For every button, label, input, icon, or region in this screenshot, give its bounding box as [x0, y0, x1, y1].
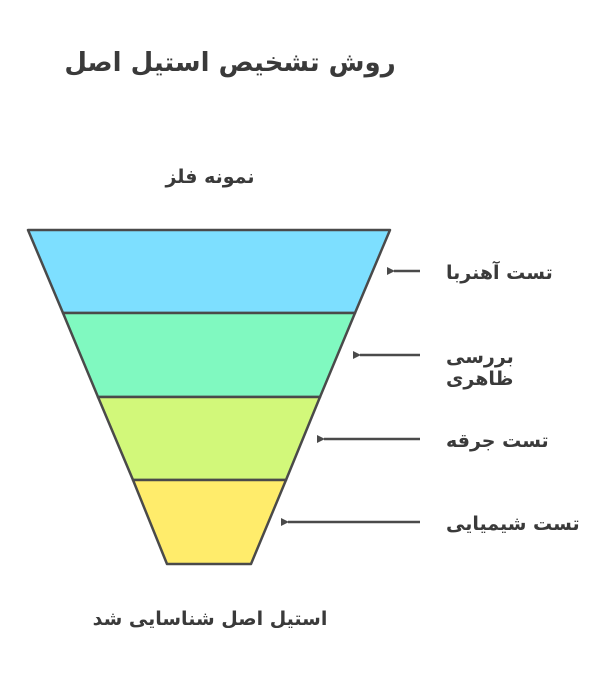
funnel-output-label: استیل اصل شناسایی شد — [92, 608, 328, 630]
stage-2-label: بررسی ظاهری — [446, 346, 514, 390]
stage-3-label: تست جرقه — [446, 430, 549, 452]
funnel-stage-2 — [61, 311, 357, 399]
diagram-title: روش تشخیص استیل اصل — [64, 48, 396, 78]
funnel-stage-1 — [26, 228, 392, 315]
stage-1-label: تست آهنربا — [446, 262, 553, 284]
stage-4-label: تست شیمیایی — [446, 513, 580, 535]
funnel-input-label: نمونه فلز — [165, 166, 255, 188]
funnel-stage-4 — [131, 478, 288, 566]
funnel-stage-3 — [96, 395, 322, 482]
